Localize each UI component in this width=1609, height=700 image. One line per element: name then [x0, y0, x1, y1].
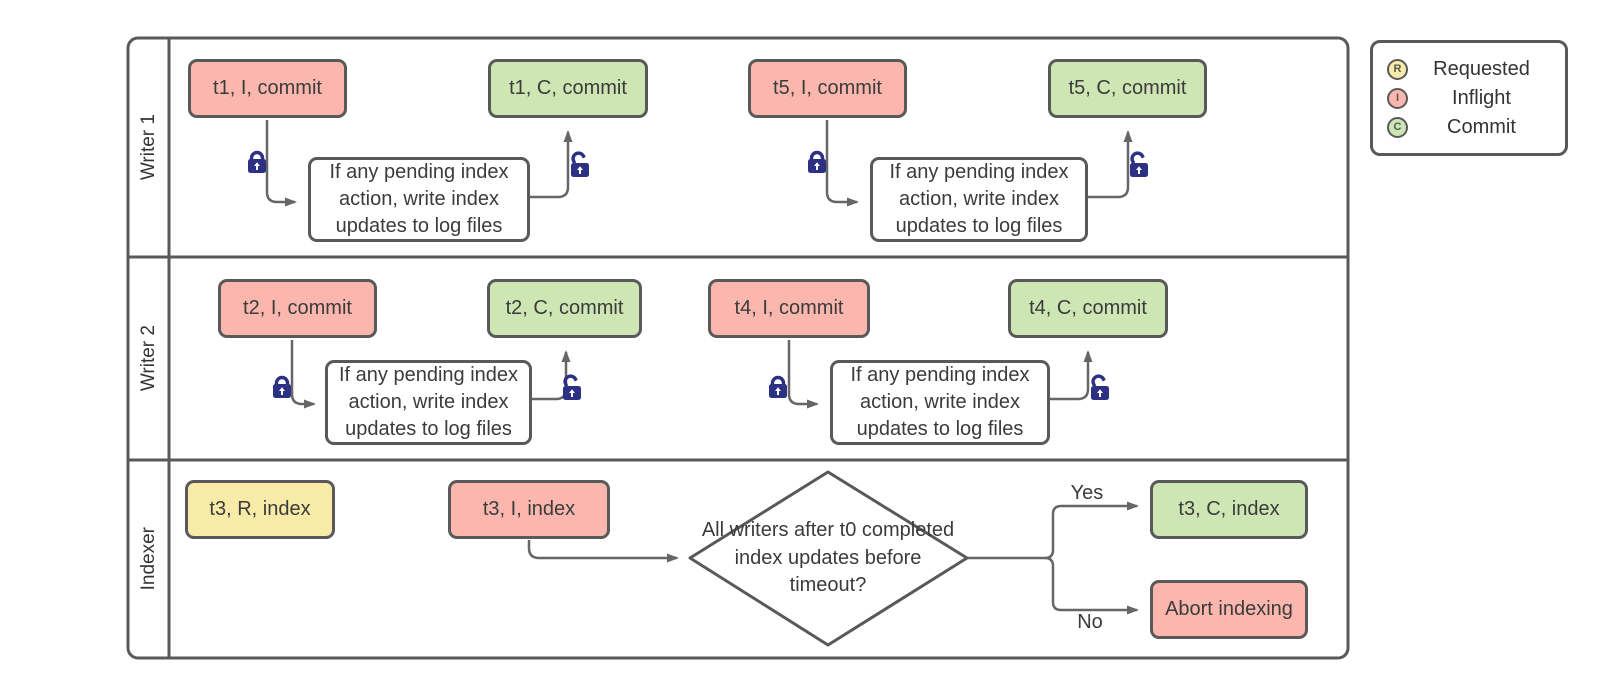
- lane-indexer: Indexer: [129, 461, 169, 656]
- yes-branch-label: Yes: [1070, 482, 1104, 504]
- lock-open-icon-t1: [569, 149, 591, 179]
- legend-row-requested: R Requested: [1387, 55, 1555, 84]
- requested-badge-icon: R: [1387, 58, 1408, 80]
- arrow-no-branch: [1044, 556, 1139, 615]
- node-t5-action: If any pending index action, write index…: [870, 157, 1088, 242]
- lock-closed-icon-t4: [767, 375, 789, 400]
- arrow-t4-action-to-commit: [1050, 350, 1093, 401]
- node-t3-commit: t3, C, index: [1150, 480, 1308, 539]
- lane-label-writer1: Writer 1: [138, 114, 159, 181]
- lock-open-icon-t4: [1089, 372, 1111, 402]
- legend-label-requested: Requested: [1433, 57, 1530, 80]
- node-t4-inflight: t4, I, commit: [708, 279, 870, 338]
- node-t2-commit: t2, C, commit: [487, 279, 642, 338]
- legend-row-commit: C Commit: [1387, 113, 1555, 142]
- arrow-t3-inflight-to-decision: [527, 540, 679, 563]
- node-t4-action: If any pending index action, write index…: [830, 360, 1050, 445]
- arrow-yes-branch: [1044, 501, 1139, 560]
- arrow-t2-action-to-commit: [527, 350, 571, 401]
- decision-label: All writers after t0 completed index upd…: [701, 519, 955, 597]
- arrow-t1-inflight-to-action: [265, 120, 297, 207]
- legend-label-inflight: Inflight: [1452, 86, 1511, 109]
- lane-label-writer2: Writer 2: [138, 324, 159, 392]
- legend-label-commit: Commit: [1447, 115, 1516, 138]
- legend: R Requested I Inflight C Commit: [1370, 40, 1568, 156]
- swimlane-frame: [126, 36, 1350, 660]
- node-t1-action: If any pending index action, write index…: [308, 157, 530, 242]
- lock-open-icon-t5: [1128, 149, 1150, 179]
- decision-diamond: [688, 470, 969, 647]
- node-t1-inflight: t1, I, commit: [188, 59, 347, 118]
- node-abort-indexing: Abort indexing: [1150, 580, 1308, 639]
- commit-badge-icon: C: [1387, 116, 1408, 138]
- lane-writer2: Writer 2: [129, 258, 169, 458]
- arrow-t5-action-to-commit: [1088, 130, 1133, 199]
- lock-closed-icon-t2: [271, 375, 293, 400]
- arrow-t2-inflight-to-action: [290, 340, 316, 409]
- arrow-t1-action-to-commit: [530, 130, 573, 199]
- node-t1-commit: t1, C, commit: [488, 59, 648, 118]
- node-t4-commit: t4, C, commit: [1008, 279, 1168, 338]
- legend-row-inflight: I Inflight: [1387, 84, 1555, 113]
- lock-open-icon-t2: [561, 372, 583, 402]
- inflight-badge-icon: I: [1387, 87, 1408, 109]
- no-branch-label: No: [1077, 611, 1103, 633]
- arrow-t4-inflight-to-action: [787, 340, 819, 409]
- node-t3-requested: t3, R, index: [185, 480, 335, 539]
- lane-label-indexer: Indexer: [138, 526, 159, 591]
- node-t3-inflight: t3, I, index: [448, 480, 610, 539]
- lock-closed-icon-t1: [246, 150, 268, 175]
- lane-writer1: Writer 1: [129, 40, 169, 255]
- arrow-t5-inflight-to-action: [825, 120, 859, 207]
- node-t5-inflight: t5, I, commit: [748, 59, 907, 118]
- node-t5-commit: t5, C, commit: [1048, 59, 1207, 118]
- node-t2-action: If any pending index action, write index…: [325, 360, 532, 445]
- node-t2-inflight: t2, I, commit: [218, 279, 377, 338]
- lock-closed-icon-t5: [806, 150, 828, 175]
